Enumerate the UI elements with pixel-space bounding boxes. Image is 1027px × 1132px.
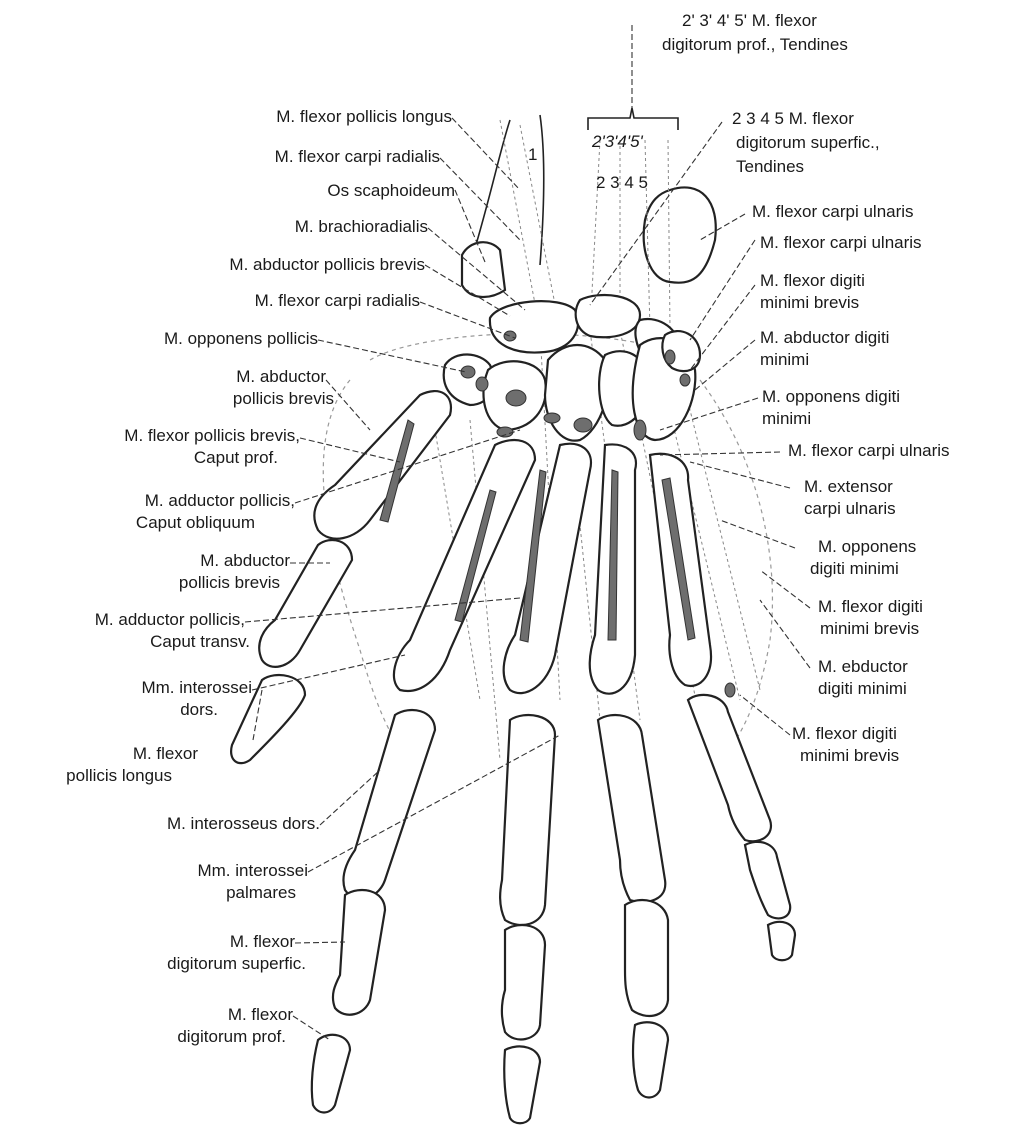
label-flexor-pollicis-brevis-b: Caput prof. xyxy=(194,448,278,467)
label-fds-tendines-a: 2 3 4 5 M. flexor xyxy=(732,109,854,128)
label-interossei-palmares-b: palmares xyxy=(226,883,296,902)
label-fds-tendines-b: digitorum superfic., xyxy=(736,133,880,152)
label-interossei-dors-a: Mm. interossei xyxy=(141,678,252,697)
label-flexor-digiti-minimi-brevis-1b: minimi brevis xyxy=(760,293,859,312)
label-adductor-pollicis-obl-b: Caput obliquum xyxy=(136,513,255,532)
label-flexor-pollicis-brevis-a: M. flexor pollicis brevis, xyxy=(124,426,300,445)
label-flexor-digitorum-superfic-a: M. flexor xyxy=(230,932,296,951)
label-ebductor-digiti-minimi-a: M. ebductor xyxy=(818,657,908,676)
forearm-bones xyxy=(462,115,716,297)
metacarpal-bones xyxy=(394,440,711,694)
label-abductor-pollicis-brevis-3b: pollicis brevis xyxy=(179,573,280,592)
label-flexor-carpi-ulnaris-3: M. flexor carpi ulnaris xyxy=(788,441,950,460)
label-flexor-digiti-minimi-brevis-2a: M. flexor digiti xyxy=(818,597,923,616)
label-adductor-pollicis-obl-a: M. adductor pollicis, xyxy=(145,491,295,510)
label-abductor-pollicis-brevis-2a: M. abductor xyxy=(236,367,326,386)
label-flexor-digitorum-prof-b: digitorum prof. xyxy=(177,1027,286,1046)
label-flexor-pollicis-longus: M. flexor pollicis longus xyxy=(276,107,452,126)
tendon-tag-sup: 2 3 4 5 xyxy=(596,173,648,192)
label-flexor-digiti-minimi-brevis-3b: minimi brevis xyxy=(800,746,899,765)
label-fdp-tendines-a: 2' 3' 4' 5' M. flexor xyxy=(682,11,817,30)
label-opponens-digiti-minimi-1b: minimi xyxy=(762,409,811,428)
label-fds-tendines-c: Tendines xyxy=(736,157,804,176)
label-flexor-carpi-radialis-1: M. flexor carpi radialis xyxy=(275,147,440,166)
label-adductor-pollicis-transv-a: M. adductor pollicis, xyxy=(95,610,245,629)
tendon-brace xyxy=(588,108,678,130)
label-abductor-pollicis-brevis-3a: M. abductor xyxy=(200,551,290,570)
tendon-tag-prof: 2'3'4'5' xyxy=(591,132,644,151)
label-interossei-dors-b: dors. xyxy=(180,700,218,719)
label-extensor-carpi-ulnaris-a: M. extensor xyxy=(804,477,893,496)
label-flexor-digiti-minimi-brevis-2b: minimi brevis xyxy=(820,619,919,638)
label-flexor-digitorum-superfic-b: digitorum superfic. xyxy=(167,954,306,973)
label-interossei-palmares-a: Mm. interossei xyxy=(197,861,308,880)
label-flexor-carpi-ulnaris-2: M. flexor carpi ulnaris xyxy=(760,233,922,252)
label-abductor-digiti-minimi-1a: M. abductor digiti xyxy=(760,328,889,347)
label-opponens-digiti-minimi-2b: digiti minimi xyxy=(810,559,899,578)
tendon-tag-1: 1 xyxy=(528,145,537,164)
carpal-bones xyxy=(444,295,700,441)
label-flexor-pollicis-longus-2a: M. flexor xyxy=(133,744,199,763)
label-abductor-pollicis-brevis-2b: pollicis brevis xyxy=(233,389,334,408)
label-opponens-digiti-minimi-1a: M. opponens digiti xyxy=(762,387,900,406)
label-extensor-carpi-ulnaris-b: carpi ulnaris xyxy=(804,499,896,518)
label-flexor-digitorum-prof-a: M. flexor xyxy=(228,1005,294,1024)
label-os-scaphoideum: Os scaphoideum xyxy=(327,181,455,200)
label-opponens-pollicis: M. opponens pollicis xyxy=(164,329,318,348)
left-labels: M. flexor pollicis longus M. flexor carp… xyxy=(66,107,455,1046)
label-adductor-pollicis-transv-b: Caput transv. xyxy=(150,632,250,651)
label-interosseus-dors: M. interosseus dors. xyxy=(167,814,320,833)
label-opponens-digiti-minimi-2a: M. opponens xyxy=(818,537,916,556)
label-abductor-digiti-minimi-1b: minimi xyxy=(760,350,809,369)
label-ebductor-digiti-minimi-b: digiti minimi xyxy=(818,679,907,698)
label-flexor-carpi-ulnaris-1: M. flexor carpi ulnaris xyxy=(752,202,914,221)
label-brachioradialis: M. brachioradialis xyxy=(295,217,428,236)
label-abductor-pollicis-brevis-1: M. abductor pollicis brevis xyxy=(229,255,425,274)
label-flexor-carpi-radialis-2: M. flexor carpi radialis xyxy=(255,291,420,310)
label-flexor-digiti-minimi-brevis-3a: M. flexor digiti xyxy=(792,724,897,743)
finger-phalanges xyxy=(312,695,795,1123)
label-fdp-tendines-b: digitorum prof., Tendines xyxy=(662,35,848,54)
label-flexor-digiti-minimi-brevis-1a: M. flexor digiti xyxy=(760,271,865,290)
label-flexor-pollicis-longus-2b: pollicis longus xyxy=(66,766,172,785)
